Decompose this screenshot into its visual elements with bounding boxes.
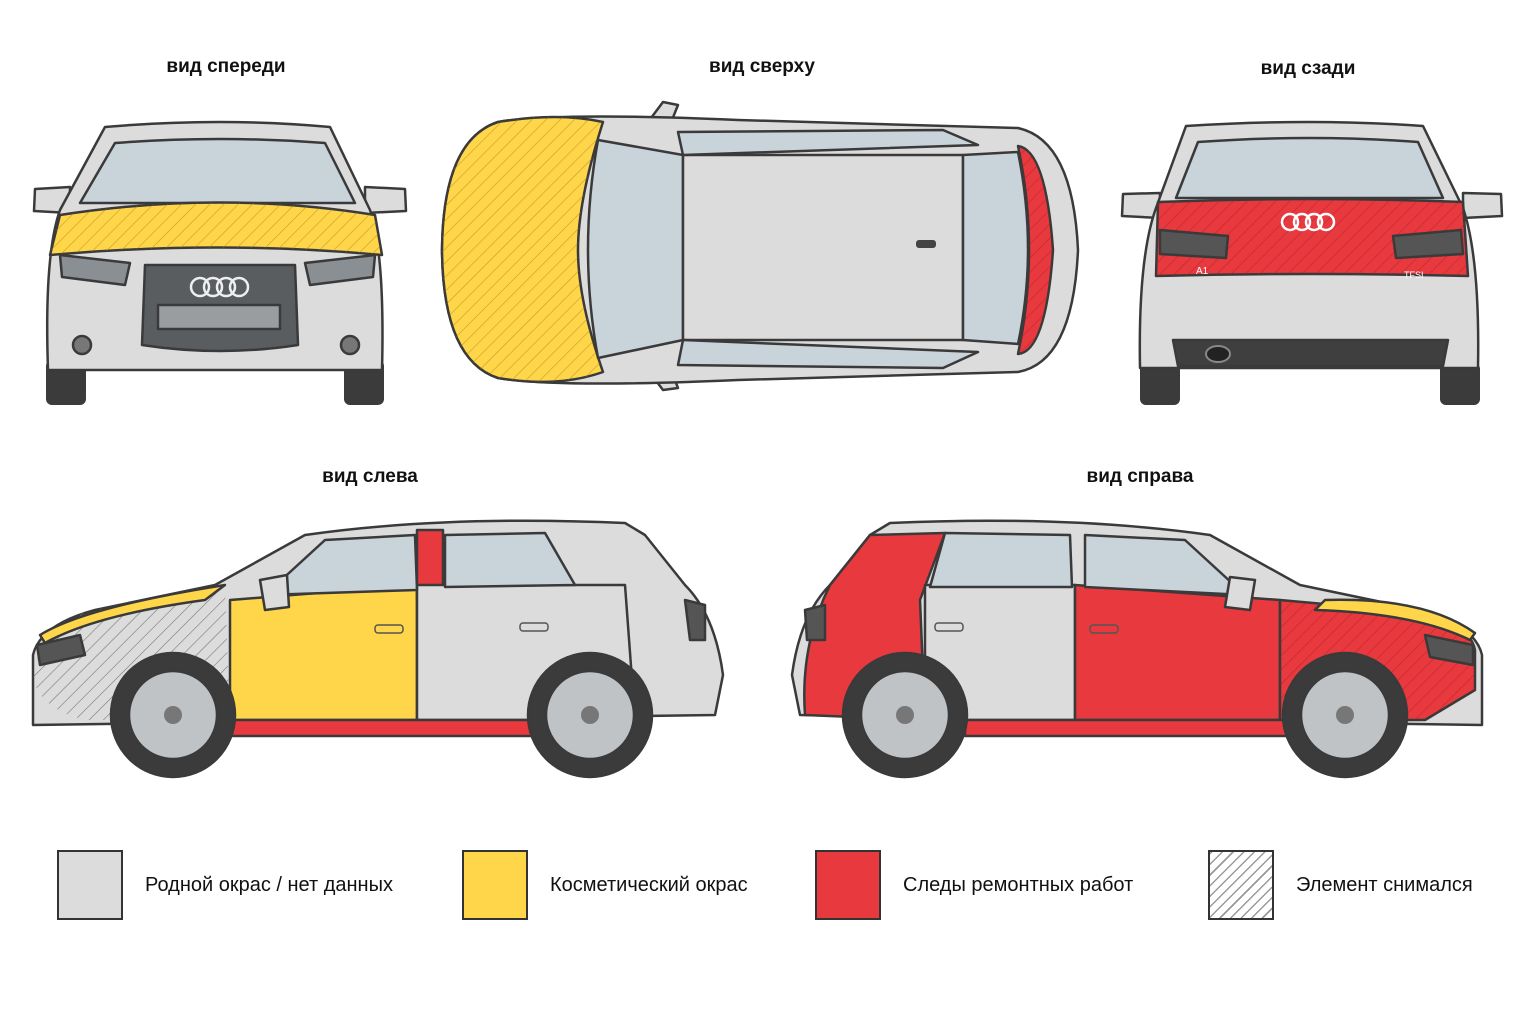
right-rear-wheel bbox=[843, 653, 967, 777]
front-right-foglight bbox=[341, 336, 359, 354]
left-mirror bbox=[260, 575, 289, 610]
front-view-title: вид спереди bbox=[166, 56, 285, 78]
right-taillight bbox=[805, 605, 825, 640]
legend-label-repair: Следы ремонтных работ bbox=[903, 874, 1133, 897]
top-windshield bbox=[588, 140, 683, 358]
top-view-title: вид сверху bbox=[709, 56, 815, 78]
rear-view-title: вид сзади bbox=[1261, 58, 1356, 80]
legend-item-original: Родной окрас / нет данных bbox=[57, 850, 393, 920]
top-view-diagram bbox=[438, 100, 1083, 400]
left-rear-wheel bbox=[528, 653, 652, 777]
legend-label-cosmetic: Косметический окрас bbox=[550, 874, 748, 897]
right-front-wheel bbox=[1283, 653, 1407, 777]
top-rear-window bbox=[963, 152, 1028, 344]
right-rear-window bbox=[930, 533, 1072, 587]
left-sill-repair bbox=[215, 720, 545, 736]
right-view-diagram bbox=[785, 515, 1490, 780]
left-front-door-cosmetic bbox=[230, 585, 417, 720]
left-taillight bbox=[685, 600, 705, 640]
right-sill-repair bbox=[965, 720, 1295, 736]
left-view-title: вид слева bbox=[322, 466, 418, 488]
front-hood-hatch bbox=[50, 203, 382, 256]
legend: Родной окрас / нет данных Косметический … bbox=[0, 850, 1536, 930]
legend-swatch-original bbox=[57, 850, 123, 920]
legend-label-original: Родной окрас / нет данных bbox=[145, 874, 393, 897]
rear-right-tire bbox=[1440, 363, 1480, 405]
rear-model-badge: A1 bbox=[1196, 266, 1209, 277]
legend-swatch-cosmetic bbox=[462, 850, 528, 920]
front-view-diagram bbox=[30, 115, 420, 410]
rear-right-mirror bbox=[1463, 193, 1502, 218]
rear-engine-badge: TFSI bbox=[1404, 270, 1424, 280]
rear-exhaust bbox=[1206, 346, 1230, 362]
legend-item-repair: Следы ремонтных работ bbox=[815, 850, 1133, 920]
rear-view-diagram: A1 TFSI bbox=[1118, 118, 1508, 408]
right-mirror bbox=[1225, 577, 1255, 610]
front-right-mirror bbox=[365, 187, 406, 213]
rear-left-taillight bbox=[1160, 230, 1228, 258]
legend-swatch-repair bbox=[815, 850, 881, 920]
legend-item-cosmetic: Косметический окрас bbox=[462, 850, 748, 920]
front-left-foglight bbox=[73, 336, 91, 354]
left-front-wheel bbox=[111, 653, 235, 777]
legend-label-removed: Элемент снимался bbox=[1296, 874, 1473, 897]
legend-item-removed: Элемент снимался bbox=[1208, 850, 1473, 920]
right-view-title: вид справа bbox=[1087, 466, 1194, 488]
rear-window bbox=[1176, 138, 1443, 198]
legend-swatch-removed bbox=[1208, 850, 1274, 920]
front-license-plate bbox=[158, 305, 280, 329]
rear-right-taillight bbox=[1393, 230, 1463, 258]
left-view-diagram bbox=[25, 515, 730, 780]
top-antenna-icon bbox=[916, 240, 936, 248]
rear-left-tire bbox=[1140, 363, 1180, 405]
front-windshield bbox=[80, 139, 355, 203]
